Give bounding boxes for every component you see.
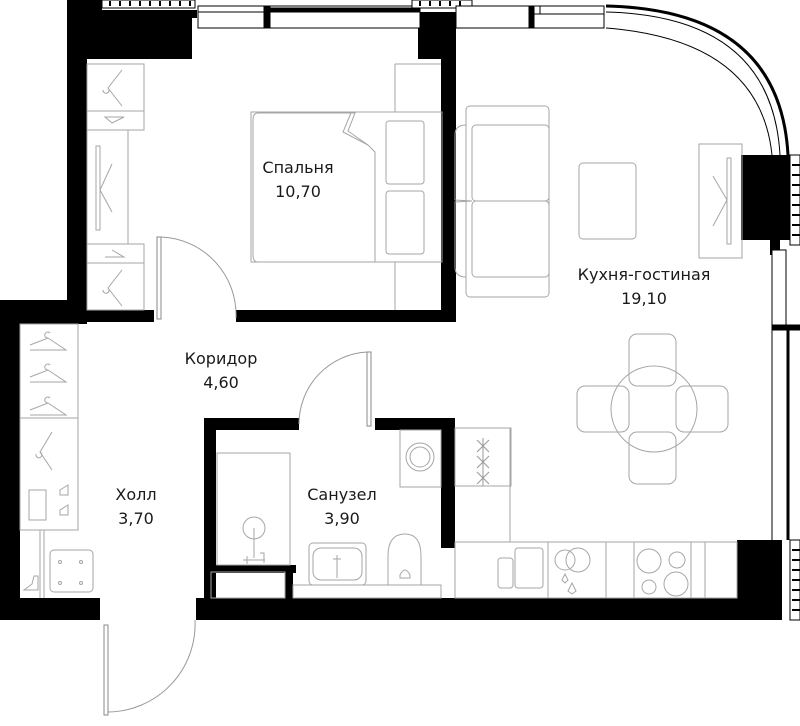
bedroom-door (156, 236, 237, 320)
furniture (19, 63, 743, 599)
washing-machine (399, 429, 442, 488)
room-name: Холл (115, 485, 157, 504)
entry-door (103, 619, 196, 716)
room-area: 19,10 (621, 289, 667, 308)
hall-wardrobe (19, 323, 94, 598)
bathtub (216, 452, 291, 566)
room-name: Санузел (307, 485, 377, 504)
bath-shelf (210, 571, 286, 599)
toilet (387, 533, 422, 585)
tv-unit (698, 143, 743, 259)
room-area: 3,70 (118, 509, 154, 528)
bathroom-counter (292, 584, 442, 599)
sink (308, 542, 367, 586)
dining-table (576, 333, 729, 485)
room-area: 3,90 (324, 509, 360, 528)
windows (101, 0, 800, 621)
bathroom-door (298, 351, 372, 427)
doors (103, 236, 372, 716)
room-name: Спальня (262, 158, 334, 177)
room-name: Кухня-гостиная (577, 265, 711, 284)
kitchen-counter (454, 427, 738, 599)
room-label-corridor: Коридор 4,60 (185, 347, 258, 395)
room-label-bathroom: Санузел 3,90 (307, 483, 376, 531)
sofa (454, 105, 550, 298)
room-area: 10,70 (275, 182, 321, 201)
room-label-bedroom: Спальня 10,70 (262, 156, 333, 204)
room-area: 4,60 (203, 373, 239, 392)
room-label-kitchen-living: Кухня-гостиная 19,10 (578, 263, 711, 311)
room-label-hall: Холл 3,70 (115, 483, 156, 531)
bed (250, 63, 443, 310)
coffee-table (578, 162, 637, 240)
room-name: Коридор (184, 349, 258, 368)
bedroom-wardrobe (86, 63, 145, 311)
